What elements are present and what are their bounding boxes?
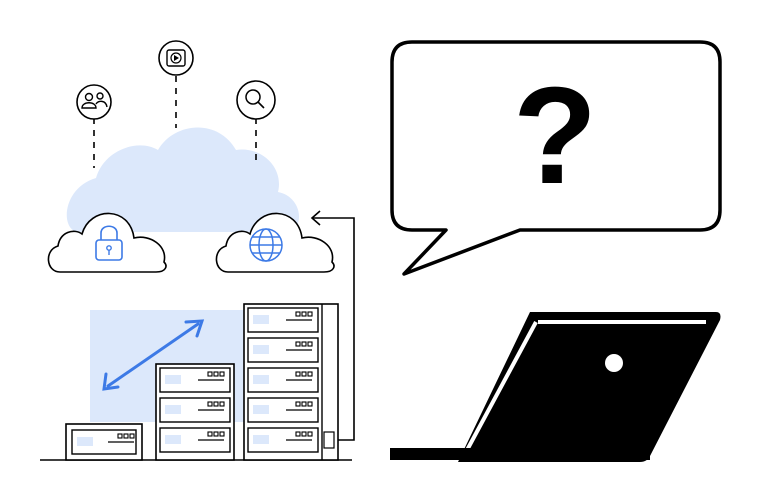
dashed-connectors — [93, 76, 257, 168]
laptop-icon — [390, 312, 721, 462]
globe-icon — [249, 228, 283, 262]
laptop-screen — [458, 312, 721, 462]
server-rack-tall — [243, 303, 339, 461]
left-arrow-icon — [310, 210, 321, 226]
sync-connector — [310, 210, 355, 441]
lock-cloud — [47, 212, 167, 273]
play-icon — [158, 40, 194, 76]
server-rack-medium — [155, 363, 235, 461]
bidirectional-arrow-icon — [102, 319, 205, 391]
camera-dot — [605, 354, 623, 372]
users-icon — [76, 84, 112, 120]
globe-cloud — [215, 212, 335, 273]
lock-icon — [95, 225, 123, 261]
speech-bubble — [390, 40, 722, 276]
question-mark: ? — [512, 59, 598, 213]
power-switch — [323, 431, 335, 449]
server-rack-small — [65, 423, 143, 461]
main-cloud — [66, 127, 300, 232]
laptop-base — [390, 448, 650, 460]
search-icon — [236, 80, 276, 120]
